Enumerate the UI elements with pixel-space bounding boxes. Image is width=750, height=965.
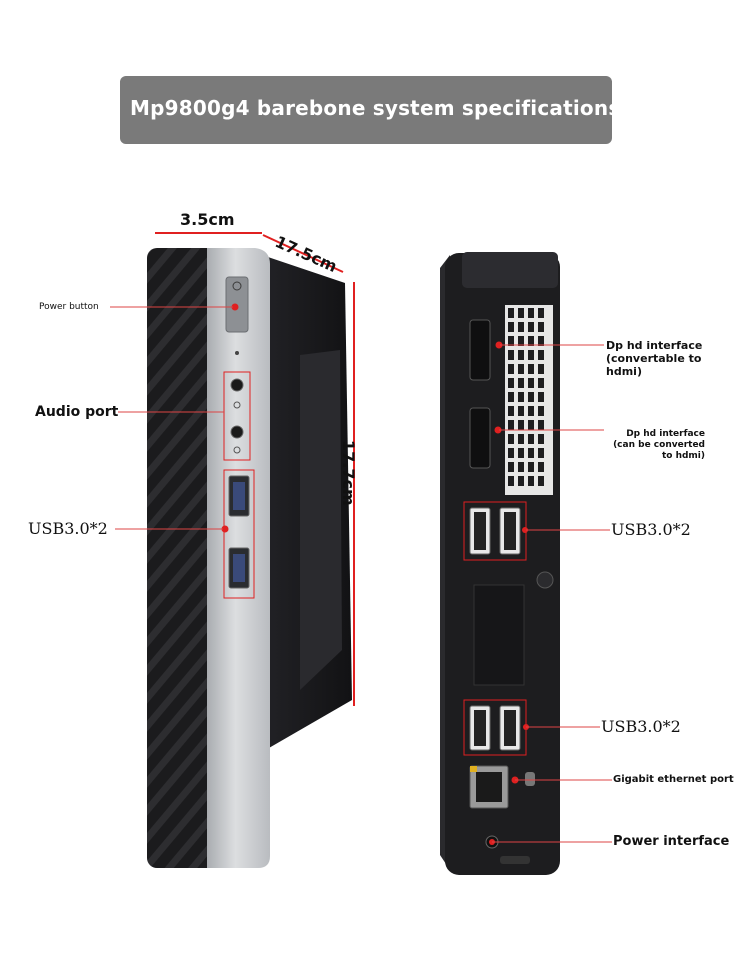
label-ethernet: Gigabit ethernet port xyxy=(613,774,734,785)
audio-jack-bottom xyxy=(230,425,244,439)
title-banner: Mp9800g4 barebone system specifications xyxy=(120,76,620,144)
label-dp-1-line3: hdmi) xyxy=(606,365,642,378)
audio-port-highlight xyxy=(223,371,251,461)
label-dp-1: Dp hd interface (convertable to hdmi) xyxy=(606,339,702,378)
audio-jack-top xyxy=(230,378,244,392)
dp-port-2 xyxy=(469,407,491,469)
label-rear-usb-top: USB3.0*2 xyxy=(611,520,691,539)
label-dp-2-line1: Dp hd interface xyxy=(626,429,705,439)
front-vent-panel xyxy=(147,248,217,868)
front-usb-highlight xyxy=(223,469,255,599)
label-power-interface: Power interface xyxy=(613,834,730,849)
label-dp-1-line1: Dp hd interface xyxy=(606,339,703,352)
label-dp-2: Dp hd interface (can be converted to hdm… xyxy=(608,429,705,462)
label-front-usb: USB3.0*2 xyxy=(28,519,108,538)
width-dimension-label: 3.5cm xyxy=(180,210,235,229)
depth-dimension-line xyxy=(262,234,344,273)
page-title: Mp9800g4 barebone system specifications xyxy=(130,96,621,120)
label-audio-port: Audio port xyxy=(35,404,119,420)
label-dp-2-line3: to hdmi) xyxy=(661,451,705,461)
label-rear-usb-bottom: USB3.0*2 xyxy=(601,717,681,736)
label-power-button: Power button xyxy=(39,302,99,312)
height-dimension-label: 17.7cm xyxy=(339,440,358,506)
label-dp-1-line2: (convertable to xyxy=(606,352,702,365)
dp-port-1 xyxy=(469,319,491,381)
label-dp-2-line2: (can be converted xyxy=(613,440,705,450)
